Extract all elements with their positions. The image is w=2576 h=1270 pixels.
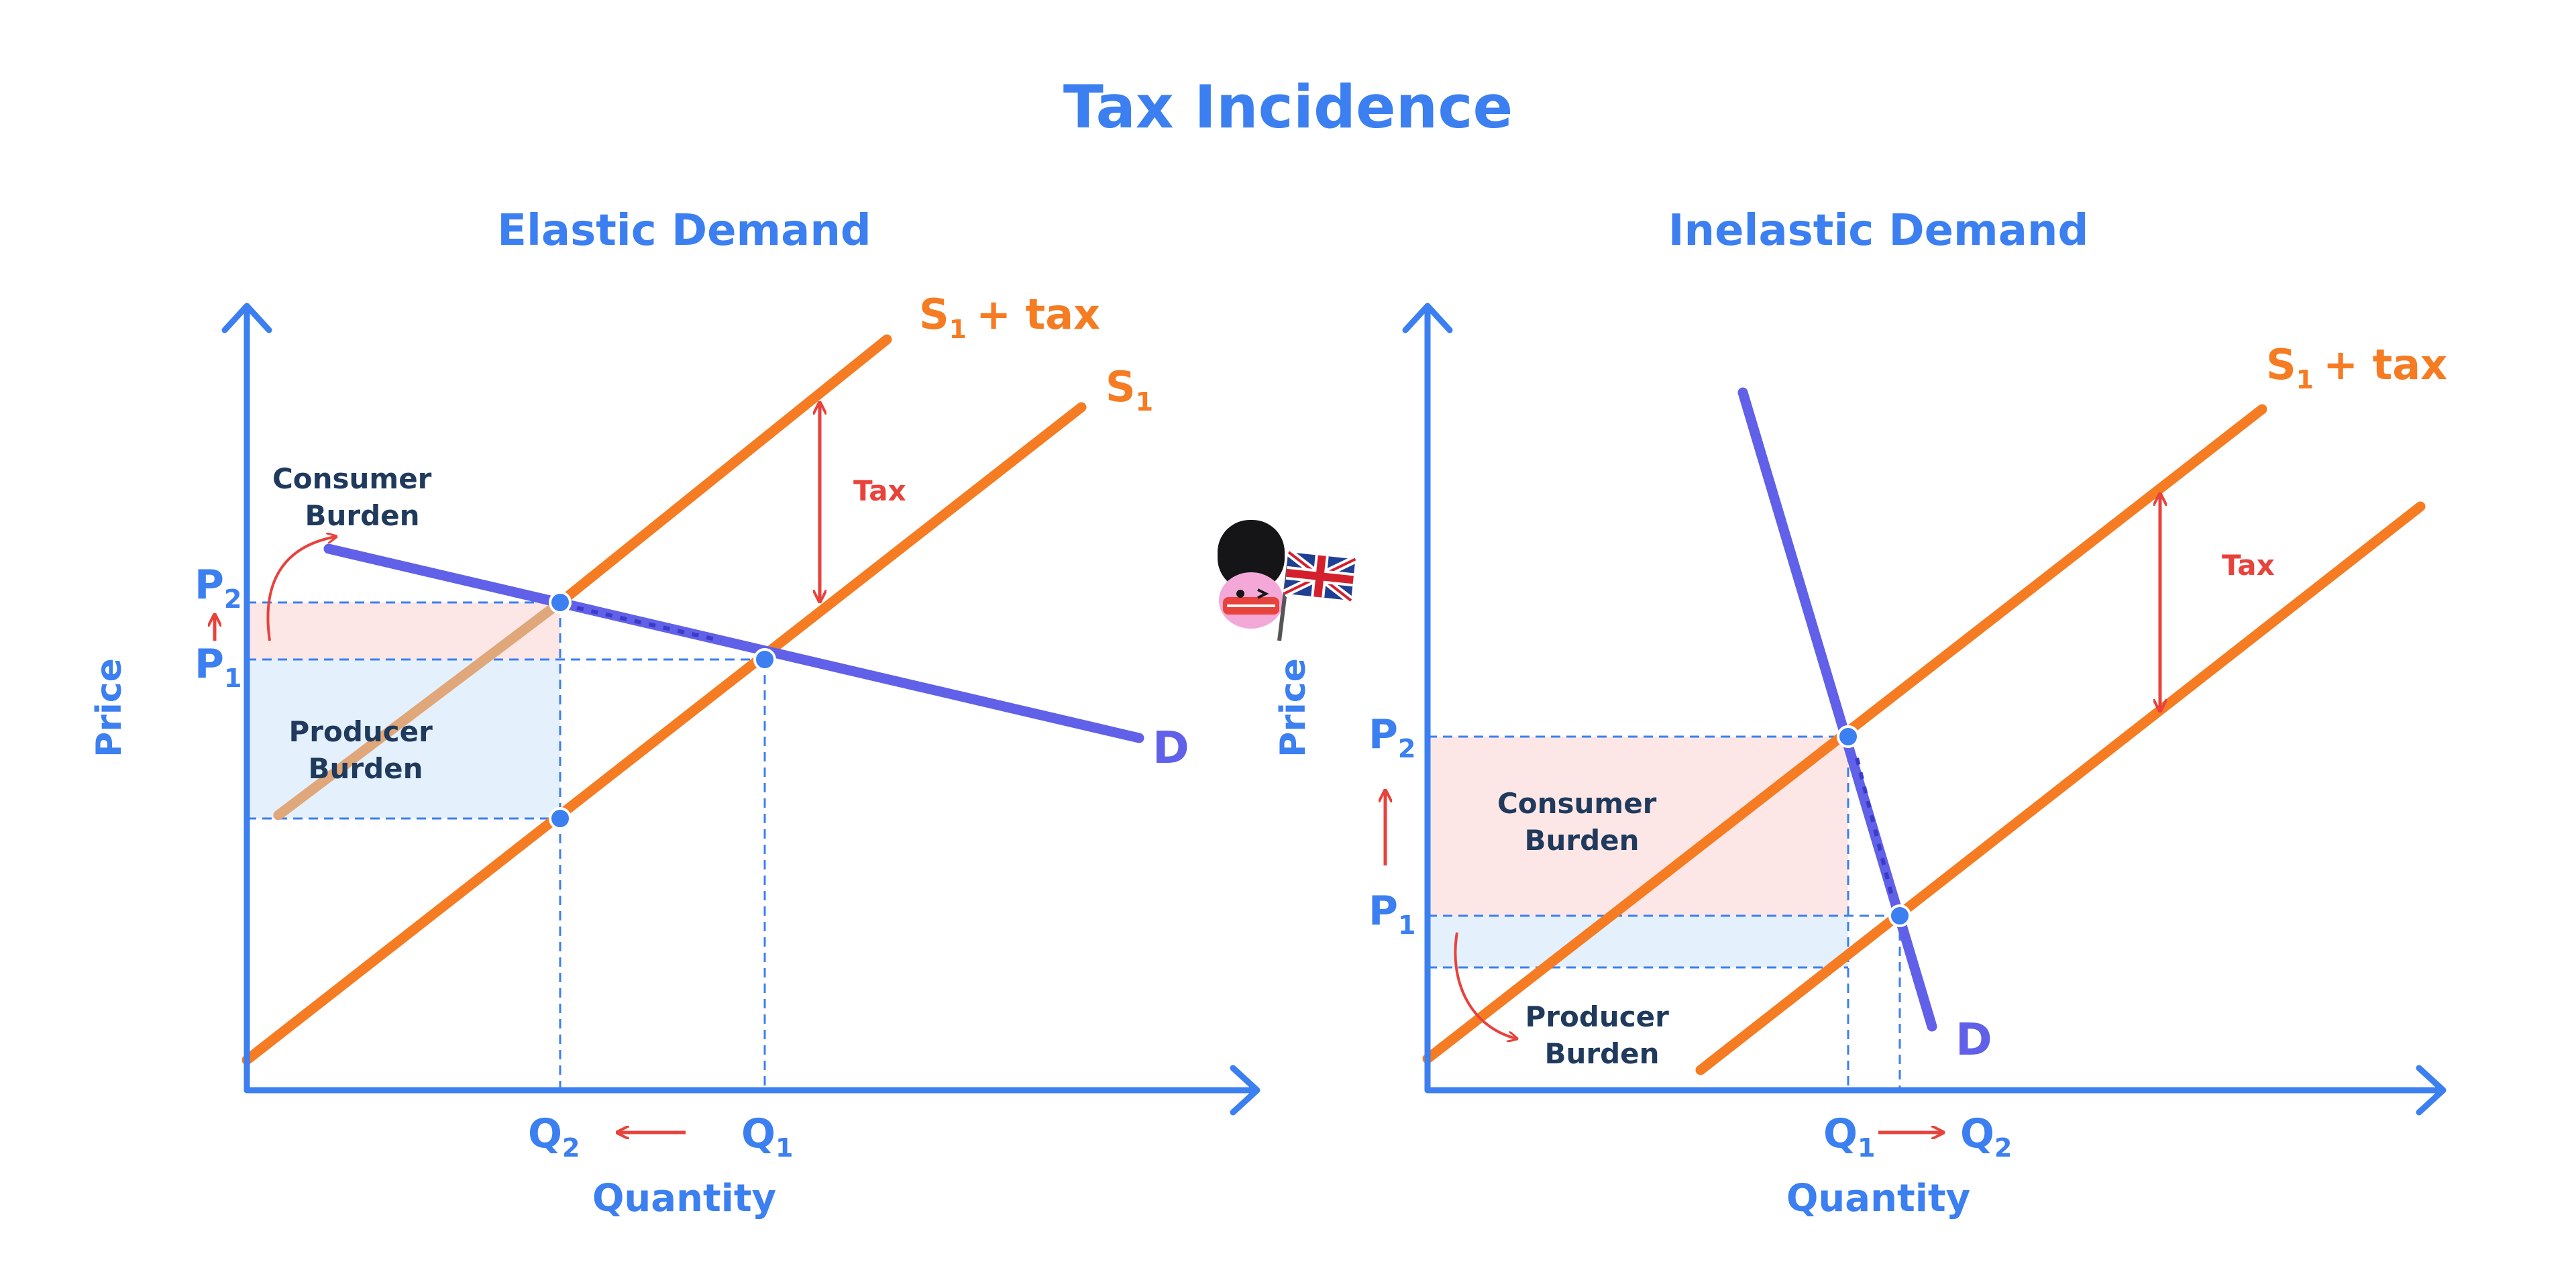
supply-tax-label-inelastic: S1+ tax <box>2266 340 2447 394</box>
x-axis-label-elastic: Quantity <box>592 1177 776 1220</box>
demand-shift-dashes-inelastic <box>1855 757 1894 896</box>
demand-curve-elastic <box>323 543 1144 743</box>
supply-tax-curve-faded <box>273 597 566 821</box>
point-p1-q2 <box>1888 904 1911 927</box>
q1-label-elastic: Q1 <box>741 1110 793 1163</box>
point-p2-q1 <box>1837 725 1860 748</box>
elastic-demand-panel: Elastic Demand Tax <box>89 206 1260 1220</box>
supply-tax-label-elastic: S1+ tax <box>919 290 1100 344</box>
royal-guard-mascot-icon <box>1218 520 1358 641</box>
producer-burden-area <box>247 659 560 818</box>
producer-burden-label-elastic: Producer Burden <box>288 715 442 785</box>
supply-curve-inelastic <box>1695 501 2426 1075</box>
x-axis-label-inelastic: Quantity <box>1786 1177 1970 1220</box>
consumer-burden-pointer-elastic <box>266 537 335 641</box>
p1-label-inelastic: P1 <box>1368 888 1415 940</box>
demand-shift-dashes <box>576 606 722 643</box>
guide-lines-elastic <box>247 601 766 1090</box>
supply-curve-s1 <box>241 402 1087 1065</box>
tax-label-elastic: Tax <box>853 474 906 507</box>
q2-label-inelastic: Q2 <box>1960 1110 2012 1163</box>
p1-label-elastic: P1 <box>195 641 241 693</box>
y-axis-label-inelastic: Price <box>1273 658 1313 757</box>
y-axis-label-elastic: Price <box>89 658 129 757</box>
panel-title-inelastic: Inelastic Demand <box>1668 206 2089 256</box>
demand-label-inelastic: D <box>1955 1014 1992 1065</box>
supply-label-elastic: S1 <box>1106 362 1153 417</box>
point-producer-price <box>549 807 572 830</box>
axes-inelastic <box>1402 303 2447 1116</box>
producer-burden-area-inelastic <box>1428 916 1848 967</box>
producer-burden-pointer-inelastic <box>1454 932 1516 1039</box>
producer-burden-label-inelastic: Producer Burden <box>1525 1000 1678 1070</box>
consumer-burden-area-inelastic <box>1428 737 1848 916</box>
consumer-burden-area <box>247 602 560 659</box>
guide-lines-inelastic <box>1428 735 1901 1090</box>
q1-label-inelastic: Q1 <box>1823 1110 1875 1163</box>
inelastic-demand-panel: Inelastic Demand Tax <box>1273 206 2447 1220</box>
demand-label-elastic: D <box>1152 722 1189 774</box>
p2-label-elastic: P2 <box>195 562 241 614</box>
main-title: Tax Incidence <box>1063 72 1513 142</box>
tax-label-inelastic: Tax <box>2222 549 2275 582</box>
q2-label-elastic: Q2 <box>528 1110 580 1163</box>
union-jack-flag-icon <box>1282 549 1358 604</box>
p2-label-inelastic: P2 <box>1368 711 1415 763</box>
panel-title-elastic: Elastic Demand <box>497 206 871 256</box>
supply-tax-curve <box>555 334 892 608</box>
consumer-burden-label-inelastic: Consumer Burden <box>1497 787 1666 857</box>
axes-elastic <box>221 303 1260 1116</box>
consumer-burden-label-elastic: Consumer Burden <box>272 462 441 532</box>
point-p2-q2 <box>549 591 572 614</box>
point-p1-q1 <box>753 648 776 671</box>
